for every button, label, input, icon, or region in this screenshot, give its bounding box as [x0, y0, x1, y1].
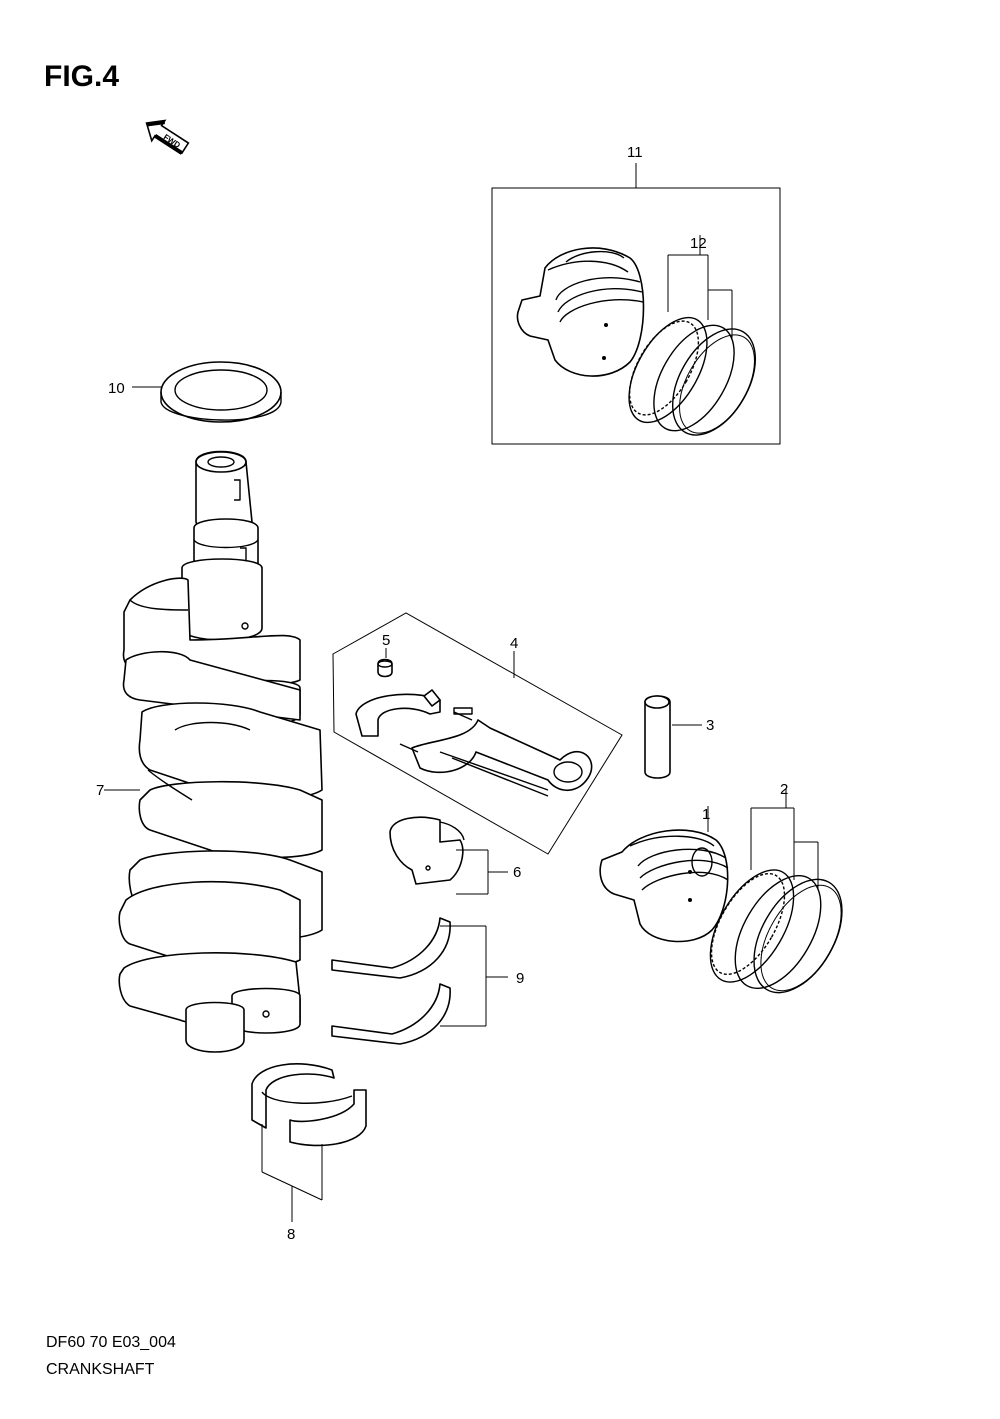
conrod-box-4 [332, 612, 623, 855]
callout-1: 1 [702, 806, 710, 823]
figure-title: FIG.4 [44, 60, 120, 93]
callout-12: 12 [690, 235, 707, 252]
callout-6: 6 [513, 864, 521, 881]
piston-pin-3 [644, 695, 702, 779]
callout-4: 4 [510, 635, 518, 652]
callout-11: 11 [627, 144, 643, 161]
callout-9: 9 [516, 970, 524, 987]
callout-3: 3 [706, 717, 714, 734]
piston-rings-2 [709, 788, 843, 994]
diagram-code: DF60 70 E03_004 [46, 1334, 176, 1351]
piston-rings-12 [628, 235, 757, 436]
callout-2: 2 [780, 781, 788, 798]
callout-7: 7 [96, 782, 104, 799]
connecting-rod [355, 689, 593, 797]
callout-10: 10 [108, 380, 125, 397]
main-bearing-8 [251, 1063, 367, 1222]
oil-seal-10 [132, 361, 282, 423]
fwd-arrow-icon: FWD [145, 119, 190, 155]
piston-1 [599, 806, 729, 943]
thrust-washers-9 [331, 917, 508, 1045]
callout-5: 5 [382, 632, 390, 649]
nut-5 [377, 648, 393, 678]
callout-8: 8 [287, 1226, 295, 1243]
conrod-bearing-6 [389, 816, 508, 895]
piston-kit-box [491, 163, 781, 445]
piston-11 [516, 247, 645, 377]
crankshaft-7 [104, 450, 323, 1053]
diagram-name: CRANKSHAFT [46, 1361, 155, 1378]
